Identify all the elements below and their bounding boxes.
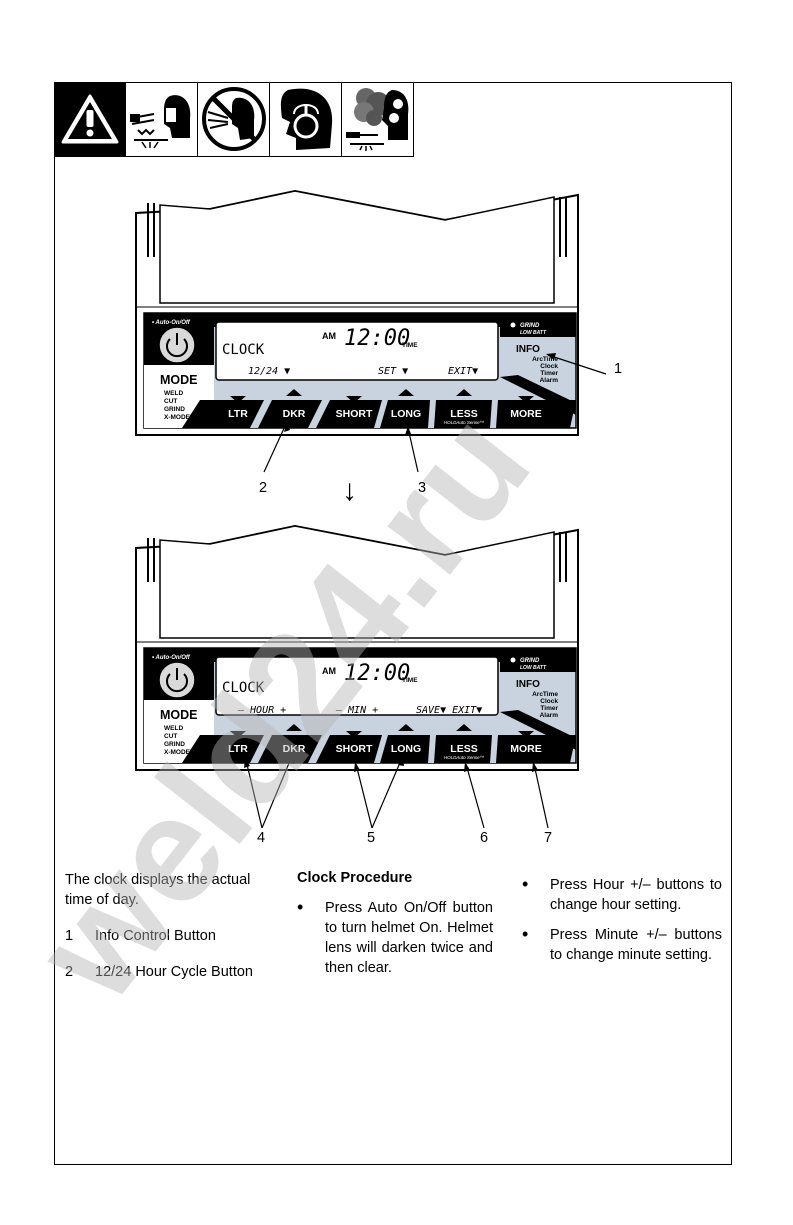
mode-weld: WELD xyxy=(164,725,183,732)
ltr-button[interactable]: LTR xyxy=(228,743,248,755)
mode-xmode: X-MODE™ xyxy=(164,749,197,756)
info-button[interactable]: INFO xyxy=(516,679,540,690)
legend-item: 1 Info Control Button xyxy=(65,926,275,946)
clock-label: CLOCK xyxy=(222,342,265,358)
no-looking-icon xyxy=(198,82,270,156)
grind-led-icon xyxy=(510,657,516,663)
procedure-bullet: • Press Minute +/– buttons to change min… xyxy=(522,925,722,965)
bullet-text: Press Minute +/– buttons to change minut… xyxy=(550,927,722,963)
callout-2: 2 xyxy=(259,480,268,496)
more-button[interactable]: MORE xyxy=(510,408,542,420)
ltr-button[interactable]: LTR xyxy=(228,408,248,420)
lcd-display xyxy=(215,656,499,716)
low-batt-indicator: LOW BATT xyxy=(520,665,547,671)
clock-label: CLOCK xyxy=(222,680,265,696)
bullet-icon: • xyxy=(297,897,304,917)
callout-5: 5 xyxy=(367,830,376,846)
lcd-exit-label: EXIT▼ xyxy=(448,366,478,377)
helmet-diagram-bottom: • Auto-On/Off MODE WELD CUT GRIND X-MODE… xyxy=(135,524,579,771)
am-label: AM xyxy=(322,331,336,341)
warning-triangle-icon xyxy=(54,82,126,156)
mode-cut: CUT xyxy=(164,398,177,405)
info-alarm: Alarm xyxy=(540,712,559,719)
am-label: AM xyxy=(322,666,336,676)
legend-label: Info Control Button xyxy=(95,928,216,944)
info-alarm: Alarm xyxy=(540,377,559,384)
callout-7: 7 xyxy=(544,830,553,846)
mode-cut: CUT xyxy=(164,733,177,740)
power-icon xyxy=(166,673,188,693)
callout-3: 3 xyxy=(418,480,427,496)
info-arctime: ArcTime xyxy=(532,691,558,698)
info-timer: Timer xyxy=(540,705,558,712)
mode-title: MODE xyxy=(160,708,198,722)
lcd-set-label: SET ▼ xyxy=(378,366,408,377)
time-label: TIME xyxy=(402,342,418,349)
time-display: 12:00 xyxy=(344,326,410,351)
helmet-diagram-top: • Auto-On/Off MODE WELD CUT GRIND X-MODE… xyxy=(135,189,579,436)
callout-6: 6 xyxy=(480,830,489,846)
hearing-icon xyxy=(270,82,342,156)
info-button[interactable]: INFO xyxy=(516,344,540,355)
dkr-button[interactable]: DKR xyxy=(283,408,306,420)
bullet-text: Press Auto On/Off button to turn helmet … xyxy=(325,900,493,976)
legend-item: 2 12/24 Hour Cycle Button xyxy=(65,962,275,982)
power-icon xyxy=(166,338,188,358)
grind-indicator: GRIND xyxy=(520,658,540,664)
lcd-display xyxy=(215,321,499,381)
arc-rays-icon xyxy=(126,82,198,156)
callout-1: 1 xyxy=(614,361,623,377)
info-timer: Timer xyxy=(540,370,558,377)
lcd-min-label: – MIN + xyxy=(335,705,378,716)
lcd-1224-label: 12/24 ▼ xyxy=(248,366,290,377)
page-frame xyxy=(54,82,732,1165)
callout-lines-bottom xyxy=(244,754,549,829)
time-display: 12:00 xyxy=(344,661,410,686)
mode-grind: GRIND xyxy=(164,406,185,413)
lcd-save-exit-label: SAVE▼ EXIT▼ xyxy=(416,705,482,716)
auto-sense-label: HOLDAuto Sense™ xyxy=(444,420,484,425)
mode-title: MODE xyxy=(160,373,198,387)
info-clock: Clock xyxy=(540,698,558,705)
time-label: TIME xyxy=(402,677,418,684)
grind-indicator: GRIND xyxy=(520,323,540,329)
bullet-text: Press Hour +/– buttons to change hour se… xyxy=(550,877,722,913)
fumes-icon xyxy=(342,82,414,156)
auto-sense-label: HOLDAuto Sense™ xyxy=(444,755,484,760)
intro-text: The clock displays the actual time of da… xyxy=(65,872,251,908)
mode-grind: GRIND xyxy=(164,741,185,748)
intro-column: The clock displays the actual time of da… xyxy=(65,870,275,998)
procedure-title: Clock Procedure xyxy=(297,870,413,886)
low-batt-indicator: LOW BATT xyxy=(520,330,547,336)
auto-on-off-label: • Auto-On/Off xyxy=(152,655,191,661)
info-arctime: ArcTime xyxy=(532,356,558,363)
short-button[interactable]: SHORT xyxy=(336,743,373,755)
safety-icon-strip xyxy=(54,82,414,157)
procedure-column: Clock Procedure • Press Auto On/Off butt… xyxy=(297,868,493,978)
auto-on-off-label: • Auto-On/Off xyxy=(152,320,191,326)
less-button[interactable]: LESS xyxy=(450,408,477,420)
callout-4: 4 xyxy=(257,830,266,846)
procedure-bullet: • Press Auto On/Off button to turn helme… xyxy=(297,898,493,978)
long-button[interactable]: LONG xyxy=(391,408,421,420)
dkr-button[interactable]: DKR xyxy=(283,743,306,755)
bullet-icon: • xyxy=(522,874,529,894)
more-button[interactable]: MORE xyxy=(510,743,542,755)
down-arrow-icon: ↓ xyxy=(342,474,357,507)
mode-xmode: X-MODE™ xyxy=(164,414,197,421)
bullet-icon: • xyxy=(522,924,529,944)
procedure-bullet: • Press Hour +/– buttons to change hour … xyxy=(522,875,722,915)
short-button[interactable]: SHORT xyxy=(336,408,373,420)
legend-num: 2 xyxy=(65,964,74,980)
callout-lines-top xyxy=(263,353,607,473)
info-clock: Clock xyxy=(540,363,558,370)
steps-column: • Press Hour +/– buttons to change hour … xyxy=(522,875,722,965)
legend-label: 12/24 Hour Cycle Button xyxy=(95,964,253,980)
lcd-hour-label: – HOUR + xyxy=(237,705,286,716)
mode-weld: WELD xyxy=(164,390,183,397)
long-button[interactable]: LONG xyxy=(391,743,421,755)
less-button[interactable]: LESS xyxy=(450,743,477,755)
legend-num: 1 xyxy=(65,928,74,944)
grind-led-icon xyxy=(510,322,516,328)
